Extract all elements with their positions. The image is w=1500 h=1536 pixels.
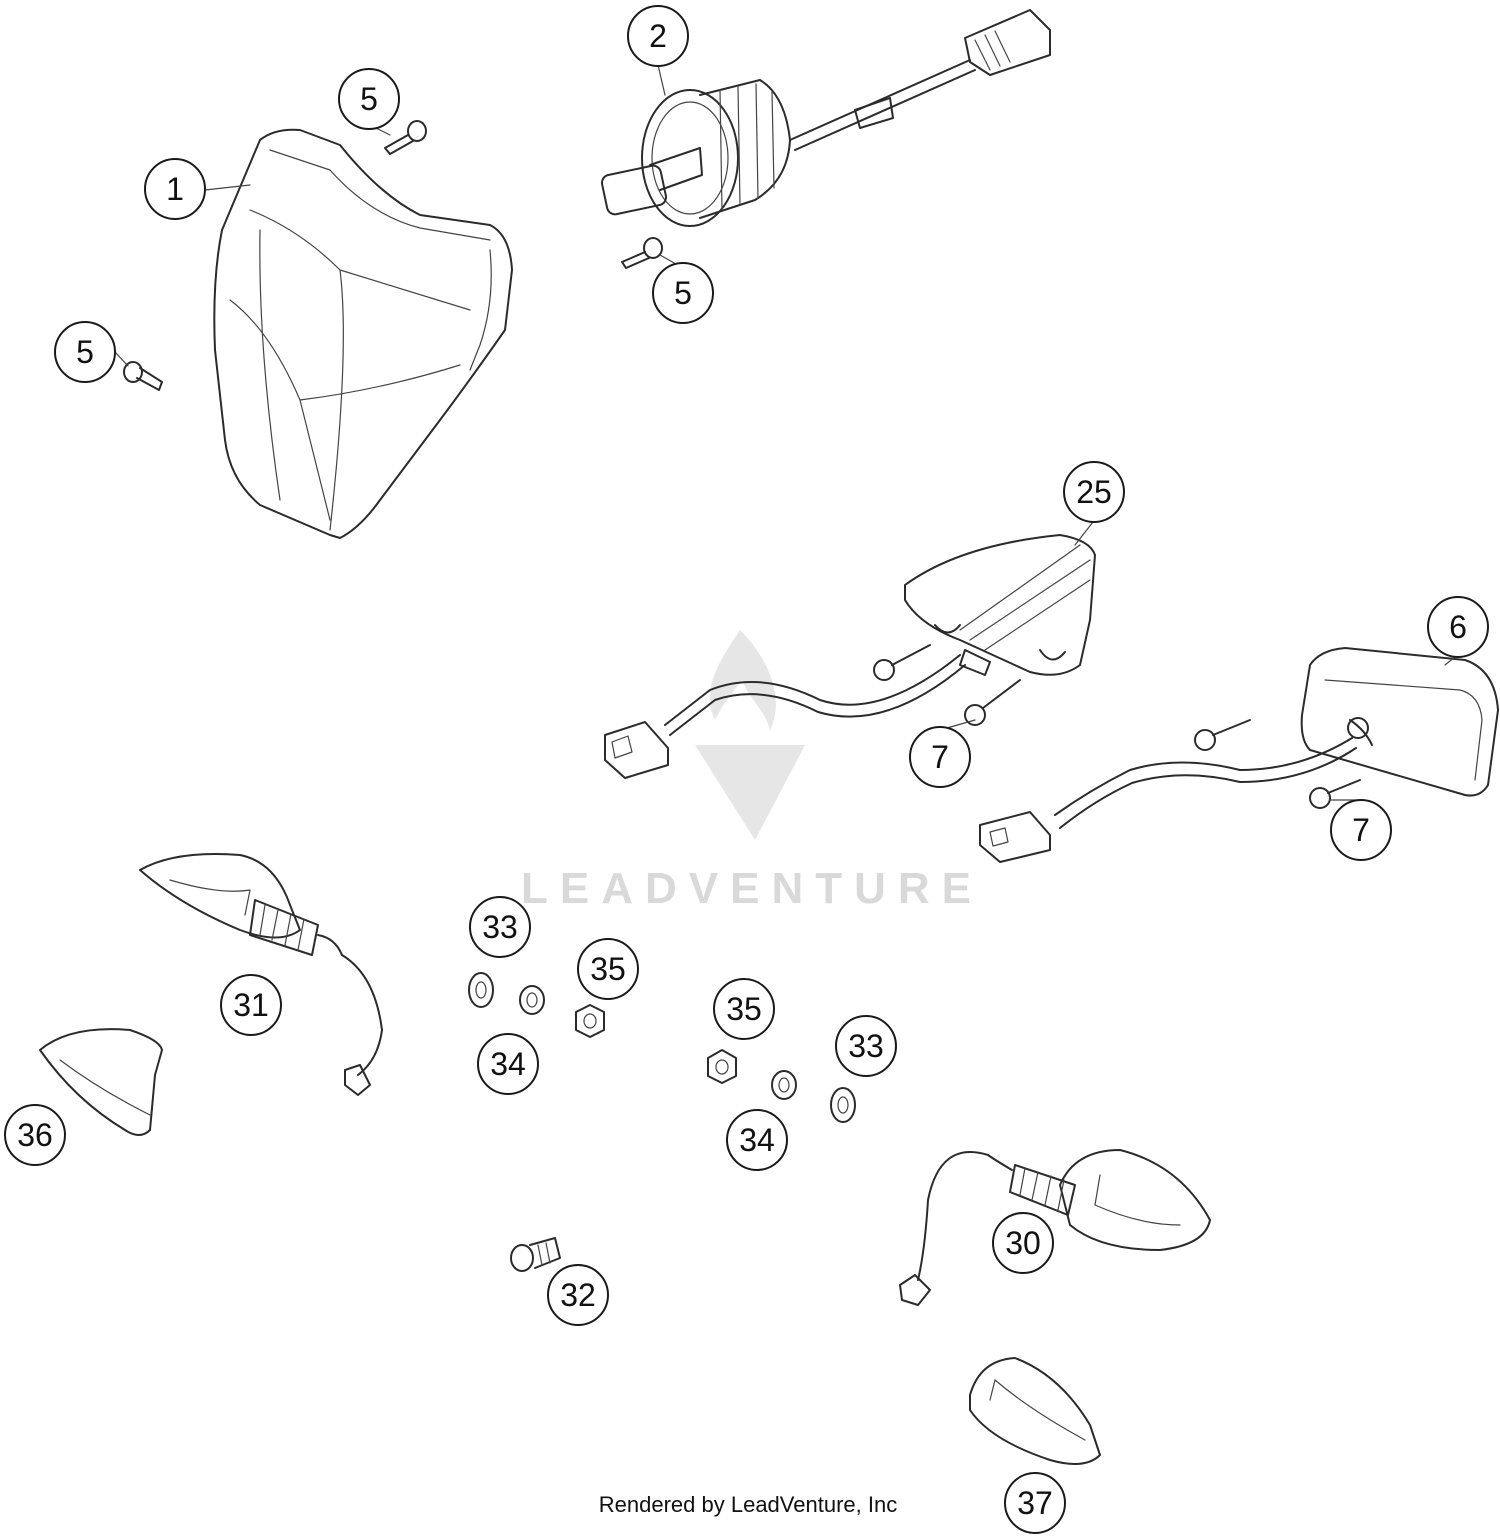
callout-label: 1 xyxy=(166,171,184,207)
callout: 34 xyxy=(477,1033,539,1095)
callout: 33 xyxy=(835,1015,897,1077)
callout: 5 xyxy=(54,321,116,383)
callout-label: 34 xyxy=(739,1122,775,1158)
tail-light-unit xyxy=(979,647,1499,863)
callout: 34 xyxy=(726,1109,788,1171)
callout-label: 5 xyxy=(674,275,692,311)
callout-label: 35 xyxy=(590,951,626,987)
callout-label: 5 xyxy=(76,334,94,370)
callout: 31 xyxy=(220,974,282,1036)
callout: 7 xyxy=(909,726,971,788)
callout: 25 xyxy=(1063,461,1125,523)
callout-label: 33 xyxy=(482,909,518,945)
nut-right xyxy=(707,1049,737,1084)
indicator-left xyxy=(139,853,383,1096)
callout-label: 7 xyxy=(931,739,949,775)
callout: 33 xyxy=(469,896,531,958)
lock-washer-right xyxy=(771,1070,797,1100)
callout: 2 xyxy=(627,5,689,67)
lock-washer-left xyxy=(519,985,545,1015)
callout: 7 xyxy=(1330,799,1392,861)
callout-label: 36 xyxy=(17,1117,53,1153)
callout-label: 5 xyxy=(360,81,378,117)
callout-label: 7 xyxy=(1352,812,1370,848)
callout: 35 xyxy=(713,978,775,1040)
callout: 36 xyxy=(4,1104,66,1166)
callout: 35 xyxy=(577,938,639,1000)
indicator-right xyxy=(899,1149,1211,1306)
watermark-brand: LEADVENTURE xyxy=(521,864,983,913)
callout: 6 xyxy=(1427,596,1489,658)
callout: 1 xyxy=(144,158,206,220)
bulb xyxy=(510,1237,561,1272)
indicator-lens-right xyxy=(969,1357,1101,1465)
callout: 5 xyxy=(338,68,400,130)
watermark: LEADVENTURE xyxy=(521,630,983,913)
screw-left xyxy=(123,361,163,391)
callout-label: 37 xyxy=(1017,1485,1053,1521)
callout-label: 35 xyxy=(726,991,762,1027)
callout-label: 25 xyxy=(1076,474,1112,510)
credit-text: Rendered by LeadVenture, Inc xyxy=(599,1492,897,1517)
washer-right xyxy=(830,1087,856,1123)
washer-left xyxy=(468,972,494,1008)
callout: 5 xyxy=(652,262,714,324)
callout: 30 xyxy=(992,1212,1054,1274)
watermark-flame-icon xyxy=(709,630,776,730)
headlight-mask xyxy=(213,128,513,539)
callout-label: 32 xyxy=(560,1277,596,1313)
screw-bulb xyxy=(621,237,663,269)
leader-lines xyxy=(114,64,1456,801)
callout-label: 6 xyxy=(1449,609,1467,645)
front-light-unit xyxy=(604,534,1096,779)
bulb-holder xyxy=(600,9,1051,227)
callout: 37 xyxy=(1004,1472,1066,1534)
callout-label: 30 xyxy=(1005,1225,1041,1261)
screw-top xyxy=(384,120,427,155)
callout-label: 33 xyxy=(848,1028,884,1064)
callout: 32 xyxy=(547,1264,609,1326)
callout-label: 34 xyxy=(490,1046,526,1082)
nut-left xyxy=(575,1004,605,1038)
indicator-lens-left xyxy=(39,1028,163,1136)
callout-label: 31 xyxy=(233,987,269,1023)
watermark-v-icon xyxy=(695,745,805,840)
callout-label: 2 xyxy=(649,18,667,54)
